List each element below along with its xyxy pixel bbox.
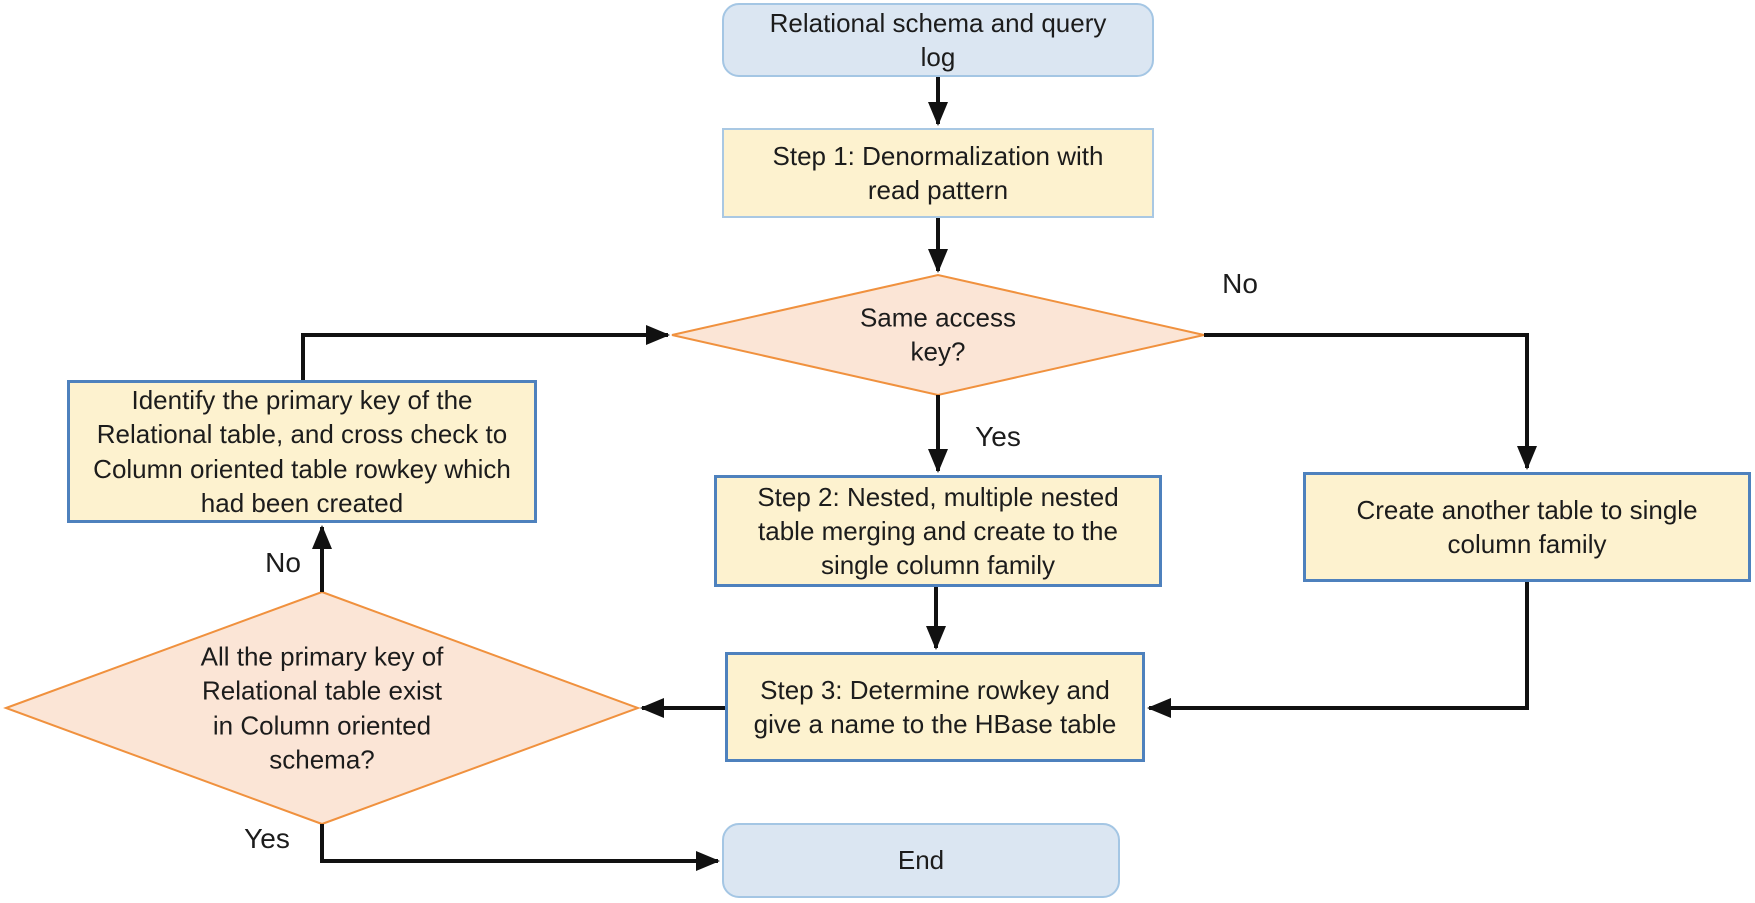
node-identify: Identify the primary key of the Relation… <box>67 380 537 523</box>
node-start: Relational schema and query log <box>722 3 1154 77</box>
node-decision-primary-key-label: All the primary key of Relational table … <box>200 641 444 775</box>
node-end-label: End <box>897 845 945 876</box>
edge-label-yes-left: Yes <box>244 823 290 854</box>
edge-decision2-yes-to-end <box>320 824 720 871</box>
decision-primary-key-shape <box>3 590 641 826</box>
edge-create-to-step3 <box>1147 582 1529 718</box>
node-start-label: Relational schema and query log <box>769 7 1107 72</box>
node-end: End <box>722 823 1120 898</box>
node-create-table-label: Create another table to single column fa… <box>1356 494 1698 559</box>
node-step1: Step 1: Denormalization with read patter… <box>722 128 1154 218</box>
node-step1-label: Step 1: Denormalization with read patter… <box>772 140 1104 205</box>
edge-label-yes-center: Yes <box>975 421 1021 452</box>
node-identify-label: Identify the primary key of the Relation… <box>93 384 511 518</box>
edge-label-no-right: No <box>1222 268 1258 299</box>
node-step2-label: Step 2: Nested, multiple nested table me… <box>757 481 1119 581</box>
node-create-table: Create another table to single column fa… <box>1303 472 1751 582</box>
node-step3-label: Step 3: Determine rowkey and give a name… <box>753 674 1117 739</box>
node-step3: Step 3: Determine rowkey and give a name… <box>725 652 1145 762</box>
edge-label-no-left: No <box>265 547 301 578</box>
node-step2: Step 2: Nested, multiple nested table me… <box>714 475 1162 587</box>
edge-decision-no-to-create <box>1204 333 1537 470</box>
node-decision-same-access-key-label: Same access key? <box>859 302 1017 367</box>
edge-identify-to-decision1 <box>301 325 670 380</box>
